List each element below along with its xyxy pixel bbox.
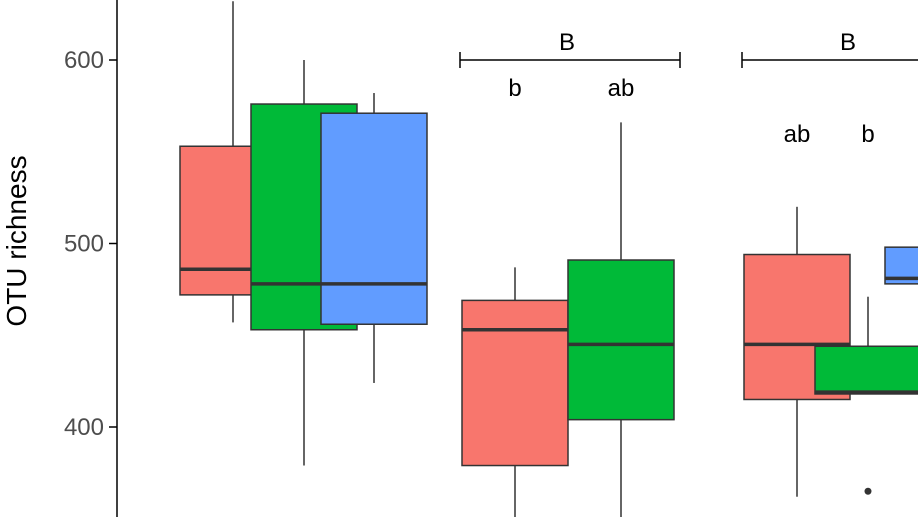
- plot-area: [179, 1, 918, 517]
- significance-letter: b: [508, 75, 521, 102]
- annotations: babBabbabB: [459, 29, 918, 148]
- outlier-point: [864, 487, 872, 495]
- y-tick-label: 600: [64, 47, 104, 74]
- box: [567, 259, 675, 421]
- box: [461, 299, 569, 467]
- box: [814, 345, 918, 395]
- y-axis-title: OTU richness: [1, 155, 32, 326]
- significance-letter: ab: [784, 121, 811, 148]
- bracket-label: B: [559, 29, 575, 56]
- significance-letter: ab: [608, 75, 635, 102]
- y-axis: 400 500 600: [64, 0, 118, 517]
- box: [320, 112, 428, 325]
- y-tick-label: 500: [64, 231, 104, 258]
- bracket-label: B: [840, 29, 856, 56]
- y-tick-label: 400: [64, 414, 104, 441]
- significance-letter: b: [861, 121, 874, 148]
